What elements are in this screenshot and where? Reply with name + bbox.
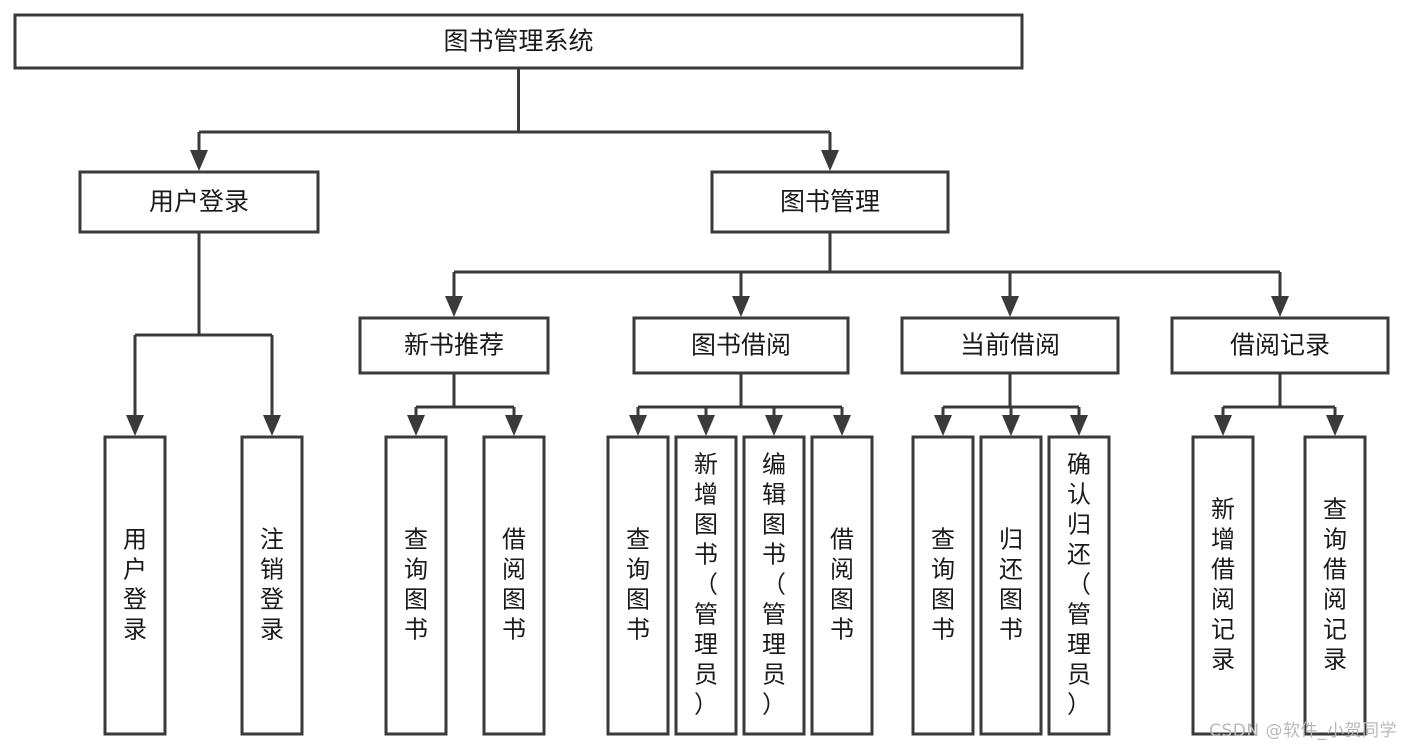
node-leaf6[interactable]: 新增图书（管理员）	[674, 435, 738, 736]
node-record[interactable]: 借阅记录	[1170, 316, 1390, 375]
node-box	[103, 435, 167, 736]
arrow-head-icon	[934, 415, 952, 436]
node-current[interactable]: 当前借阅	[900, 316, 1120, 375]
node-label: 用户登录	[149, 187, 249, 216]
node-label: 用户登录	[123, 526, 147, 644]
node-label: 图书借阅	[691, 331, 791, 360]
arrow-head-icon	[126, 415, 144, 436]
node-box	[384, 435, 448, 736]
arrow-head-icon	[1214, 415, 1232, 436]
arrow-head-icon	[1271, 296, 1289, 317]
node-label: 编辑图书（管理员）	[762, 451, 786, 719]
node-label: 借阅记录	[1230, 331, 1330, 360]
node-box	[358, 316, 550, 375]
node-box	[606, 435, 670, 736]
node-box	[911, 435, 975, 736]
node-leaf9[interactable]: 查询图书	[911, 435, 975, 736]
edge-group-record	[1214, 373, 1344, 436]
node-borrow[interactable]: 图书借阅	[632, 316, 850, 375]
node-label: 新增图书（管理员）	[694, 451, 718, 719]
edge-group-bookmgmt	[445, 232, 1289, 317]
node-layer: 图书管理系统用户登录图书管理新书推荐图书借阅当前借阅借阅记录用户登录注销登录查询…	[13, 13, 1390, 736]
node-leaf8[interactable]: 借阅图书	[810, 435, 874, 736]
node-newbook[interactable]: 新书推荐	[358, 316, 550, 375]
node-box	[1303, 435, 1367, 736]
arrow-head-icon	[190, 150, 208, 171]
node-box	[240, 435, 304, 736]
node-label: 图书管理系统	[443, 27, 593, 56]
node-label: 借阅图书	[830, 526, 854, 644]
edge-group-current	[934, 373, 1088, 436]
node-leaf2[interactable]: 注销登录	[240, 435, 304, 736]
node-leaf4[interactable]: 借阅图书	[482, 435, 546, 736]
node-box	[674, 435, 738, 736]
edge-group-root	[190, 68, 839, 171]
arrow-head-icon	[263, 415, 281, 436]
node-leaf3[interactable]: 查询图书	[384, 435, 448, 736]
node-box	[1191, 435, 1255, 736]
arrow-head-icon	[629, 415, 647, 436]
node-label: 图书管理	[780, 187, 880, 216]
node-label: 查询图书	[626, 526, 650, 644]
node-box	[482, 435, 546, 736]
edge-group-borrow	[629, 373, 851, 436]
arrow-head-icon	[1002, 415, 1020, 436]
node-label: 归还图书	[999, 526, 1023, 644]
edge-group-newbook	[407, 373, 523, 436]
node-leaf1[interactable]: 用户登录	[103, 435, 167, 736]
arrow-head-icon	[765, 415, 783, 436]
node-box	[78, 170, 320, 234]
arrow-head-icon	[1001, 296, 1019, 317]
arrow-head-icon	[821, 150, 839, 171]
node-box	[900, 316, 1120, 375]
node-label: 查询借阅记录	[1323, 496, 1347, 674]
arrow-head-icon	[407, 415, 425, 436]
node-leaf13[interactable]: 查询借阅记录	[1303, 435, 1367, 736]
node-box	[742, 435, 806, 736]
node-box	[710, 170, 950, 234]
node-label: 新增借阅记录	[1211, 496, 1235, 674]
node-label: 当前借阅	[960, 331, 1060, 360]
edge-layer	[126, 68, 1344, 436]
node-label: 查询图书	[931, 526, 955, 644]
node-box	[13, 13, 1024, 70]
node-leaf10[interactable]: 归还图书	[979, 435, 1043, 736]
node-login[interactable]: 用户登录	[78, 170, 320, 234]
node-leaf12[interactable]: 新增借阅记录	[1191, 435, 1255, 736]
node-root[interactable]: 图书管理系统	[13, 13, 1024, 70]
arrow-head-icon	[1070, 415, 1088, 436]
arrow-head-icon	[505, 415, 523, 436]
node-box	[979, 435, 1043, 736]
node-box	[632, 316, 850, 375]
node-leaf11[interactable]: 确认归还（管理员）	[1047, 435, 1111, 736]
arrow-head-icon	[833, 415, 851, 436]
node-leaf5[interactable]: 查询图书	[606, 435, 670, 736]
node-label: 新书推荐	[404, 331, 504, 360]
node-box	[1170, 316, 1390, 375]
node-bookmgmt[interactable]: 图书管理	[710, 170, 950, 234]
node-label: 注销登录	[260, 526, 284, 644]
node-box	[1047, 435, 1111, 736]
node-label: 借阅图书	[502, 526, 526, 644]
node-box	[810, 435, 874, 736]
arrow-head-icon	[697, 415, 715, 436]
node-leaf7[interactable]: 编辑图书（管理员）	[742, 435, 806, 736]
node-label: 确认归还（管理员）	[1067, 451, 1091, 719]
arrow-head-icon	[1326, 415, 1344, 436]
node-label: 查询图书	[404, 526, 428, 644]
edge-group-login	[126, 232, 281, 436]
arrow-head-icon	[445, 296, 463, 317]
arrow-head-icon	[732, 296, 750, 317]
